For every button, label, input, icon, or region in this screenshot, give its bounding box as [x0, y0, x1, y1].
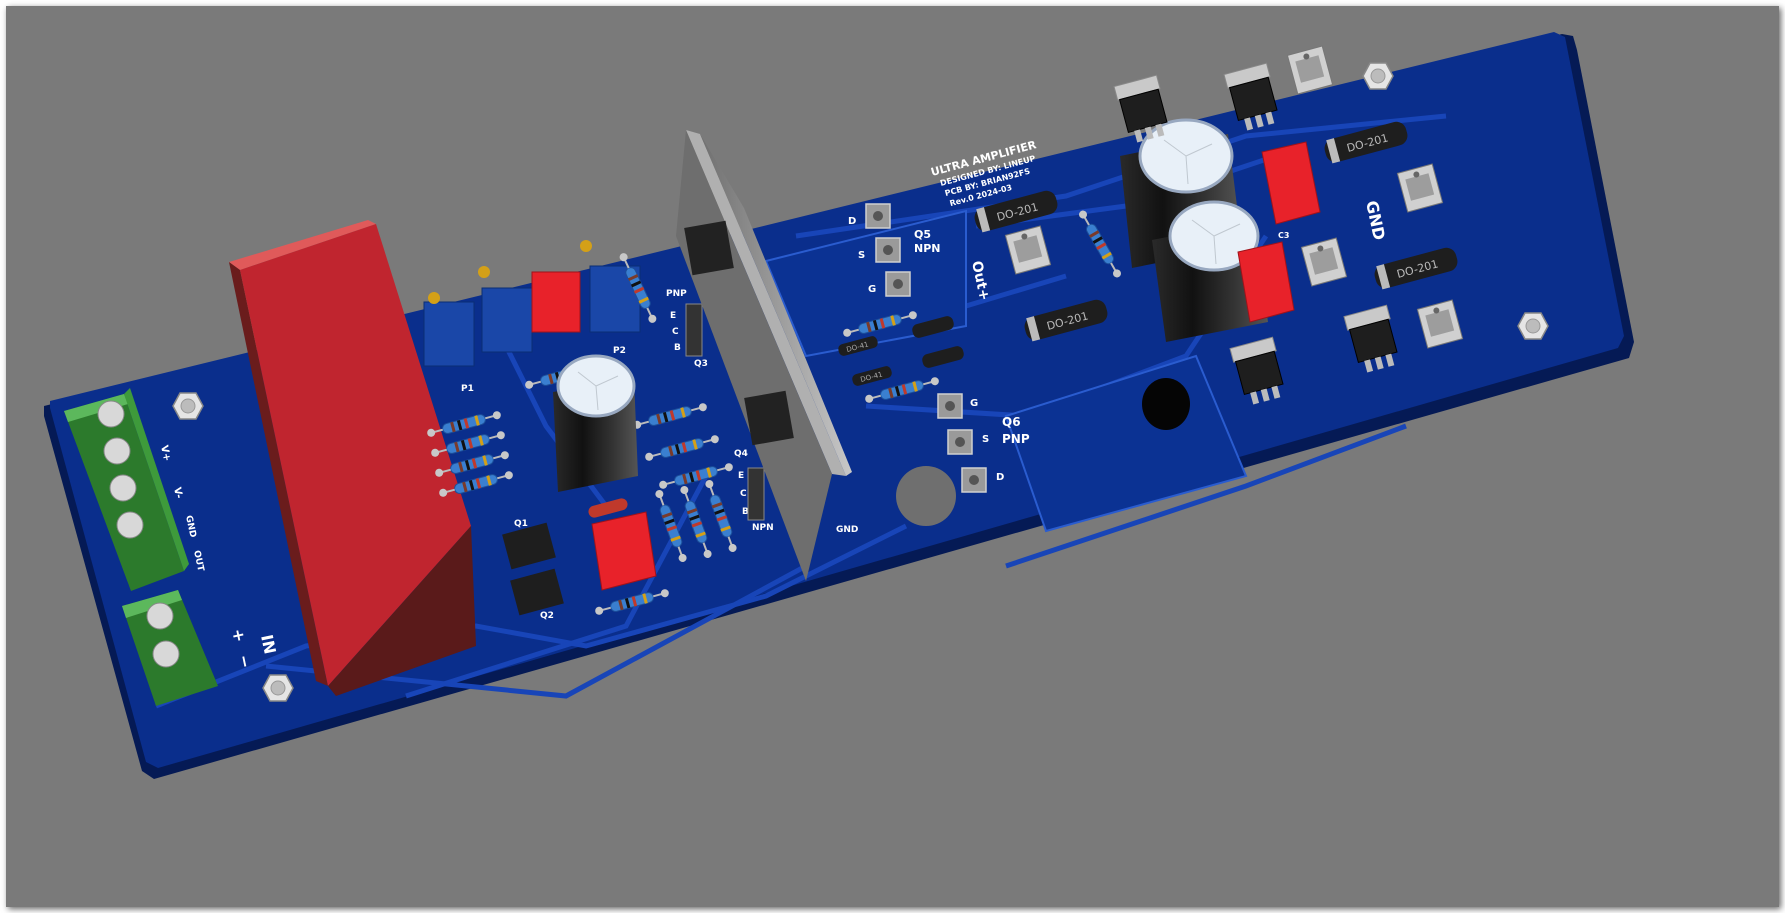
power-terminal-block[interactable] — [64, 388, 189, 591]
svg-text:C: C — [672, 327, 679, 337]
svg-text:V+: V+ — [158, 444, 172, 462]
svg-text:E: E — [670, 311, 676, 321]
copper-pour-q5 — [764, 209, 967, 358]
svg-text:G: G — [868, 284, 876, 295]
terminal-screw-icon — [146, 602, 174, 630]
terminal-screw-icon — [109, 474, 137, 502]
svg-text:G: G — [970, 398, 978, 409]
mount-screw-2 — [262, 674, 294, 702]
svg-text:V-: V- — [171, 486, 184, 499]
heatsink — [676, 130, 852, 581]
mount-screw-1 — [172, 392, 204, 420]
q6-mosfet-pads: G S D Q6 PNP — [937, 393, 1030, 493]
film-capacitor-2 — [591, 511, 657, 591]
film-capacitor-1 — [531, 271, 581, 333]
small-diode-2: DO-41 — [852, 366, 892, 386]
mount-hole-1 — [896, 466, 956, 526]
electrolytic-capacitor-1 — [553, 354, 638, 492]
ic-q2: Q2 — [510, 568, 564, 621]
svg-text:OUT: OUT — [191, 550, 205, 574]
q5-mosfet-pads: D S G Q5 NPN — [848, 203, 940, 297]
input-terminal-block[interactable] — [122, 590, 218, 706]
svg-text:Q1: Q1 — [514, 519, 528, 529]
svg-text:P1: P1 — [461, 384, 474, 394]
terminal-screw-icon — [116, 511, 144, 539]
power-diode-2: DO-201 — [1024, 299, 1108, 342]
gnd-small-label: GND — [836, 525, 858, 535]
svg-text:S: S — [982, 434, 989, 445]
svg-text:GND: GND — [183, 515, 197, 539]
film-capacitor-3 — [1261, 141, 1321, 225]
power-diode-3: DO-201 — [1324, 121, 1408, 164]
pcb-render: V+ V- GND OUT IN + − P1 — [44, 32, 1634, 779]
svg-text:−: − — [234, 653, 255, 670]
mount-hole-2 — [1142, 378, 1190, 430]
svg-text:PNP: PNP — [1002, 432, 1030, 446]
title-block: ULTRA AMPLIFIER DESIGNED BY: LINEUP PCB … — [929, 138, 1038, 208]
svg-text:P2: P2 — [613, 346, 626, 356]
q3-pins: PNP E C B Q3 — [666, 289, 708, 369]
electrolytic-capacitor-3 — [1152, 200, 1268, 342]
svg-text:Q2: Q2 — [540, 611, 554, 621]
small-diode-1: DO-41 — [838, 336, 878, 356]
svg-text:Q3: Q3 — [694, 359, 708, 369]
svg-text:B: B — [674, 343, 681, 353]
mount-screw-4 — [1362, 62, 1394, 90]
q4-pins: Q4 E C B NPN — [734, 449, 774, 533]
terminal-screw-icon — [152, 640, 180, 668]
film-capacitor-4 — [1237, 241, 1295, 323]
svg-text:D: D — [848, 216, 856, 227]
svg-text:+: + — [228, 627, 249, 644]
svg-text:NPN: NPN — [752, 523, 774, 533]
ic-q1: Q1 — [502, 519, 556, 570]
relay — [229, 220, 476, 696]
svg-text:NPN: NPN — [914, 242, 940, 255]
svg-text:Q6: Q6 — [1002, 415, 1021, 429]
terminal-labels: V+ V- GND OUT IN + − — [158, 444, 280, 670]
mount-screw-3 — [1517, 312, 1549, 340]
terminal-screw-icon — [103, 437, 131, 465]
svg-text:E: E — [738, 471, 744, 481]
3d-pcb-viewport[interactable]: V+ V- GND OUT IN + − P1 — [6, 6, 1779, 907]
trimmer-p1[interactable]: P1 — [423, 292, 475, 394]
svg-text:C: C — [740, 489, 747, 499]
svg-text:B: B — [742, 507, 749, 517]
power-diode-4: DO-201 — [1374, 247, 1458, 290]
power-diode-1: DO-201 — [974, 190, 1058, 233]
small-diode — [588, 498, 628, 518]
svg-text:IN: IN — [257, 633, 280, 656]
svg-text:Q4: Q4 — [734, 449, 748, 459]
small-diode-4 — [922, 346, 964, 368]
svg-text:D: D — [996, 472, 1004, 483]
svg-text:S: S — [858, 250, 865, 261]
c3-label: C3 — [1278, 231, 1289, 240]
vreg-1 — [1286, 45, 1334, 95]
trimmer-p-mid[interactable] — [478, 266, 533, 353]
svg-text:Q5: Q5 — [914, 228, 931, 241]
small-diode-3 — [912, 316, 954, 338]
terminal-screw-icon — [97, 400, 125, 428]
svg-text:PNP: PNP — [666, 289, 687, 299]
